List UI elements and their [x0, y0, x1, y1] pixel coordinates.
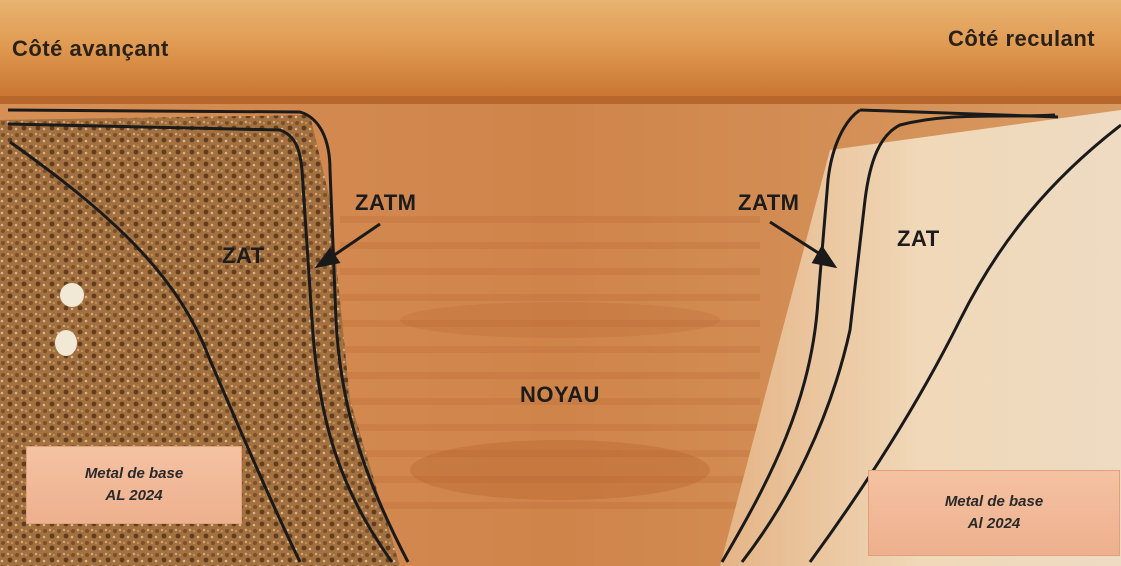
retreating-side-label: Côté reculant	[948, 26, 1095, 52]
base-metal-right-line2: Al 2024	[968, 513, 1021, 535]
base-metal-left-line2: AL 2024	[105, 485, 162, 507]
base-metal-right-line1: Metal de base	[945, 491, 1043, 513]
base-metal-left-line1: Metal de base	[85, 463, 183, 485]
base-metal-left-box: Metal de base AL 2024	[26, 446, 242, 524]
zat-left-label: ZAT	[222, 243, 265, 269]
zat-right-label: ZAT	[897, 226, 940, 252]
zatm-left-label: ZATM	[355, 190, 416, 216]
nugget-label: NOYAU	[520, 382, 600, 408]
base-metal-right-box: Metal de base Al 2024	[868, 470, 1120, 556]
zatm-right-label: ZATM	[738, 190, 799, 216]
advancing-side-label: Côté avançant	[12, 36, 169, 62]
